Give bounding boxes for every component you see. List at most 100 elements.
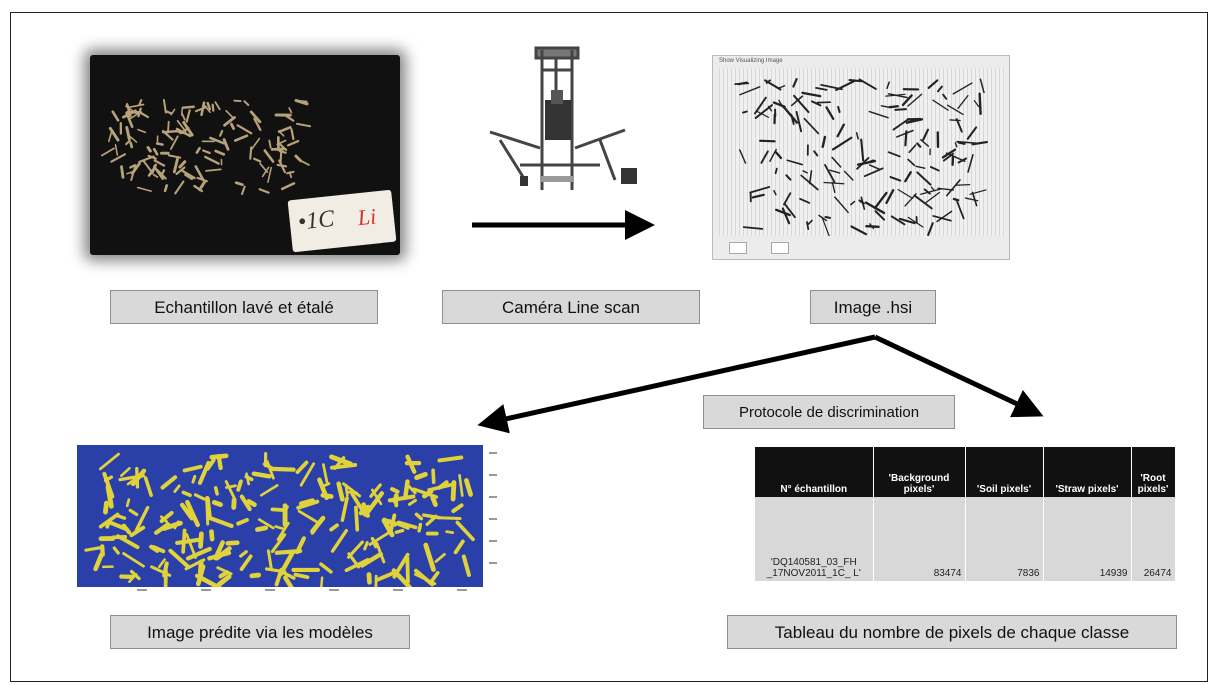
colorbar-tick — [489, 452, 497, 454]
hsi-fragment — [978, 92, 982, 116]
hsi-fragment — [863, 167, 884, 178]
predicted-fragment — [129, 569, 141, 581]
hsi-fragment — [913, 194, 933, 210]
hsi-fragment — [864, 201, 886, 215]
debris-fragment — [236, 124, 253, 135]
hsi-fragment — [739, 149, 747, 164]
predicted-fragment — [295, 536, 307, 555]
hsi-fragment — [932, 99, 949, 111]
hsi-fragment — [850, 200, 856, 206]
hsi-image-window: Show Visualizing Image — [712, 55, 1010, 260]
predicted-fragment — [320, 482, 331, 489]
debris-fragment — [178, 160, 187, 169]
hsi-fragment — [880, 105, 890, 108]
hsi-fragment — [890, 215, 906, 226]
predicted-fragment — [274, 567, 284, 587]
hsi-fragment — [751, 193, 765, 199]
predicted-fragment — [310, 515, 326, 534]
hsi-image-area — [719, 68, 1005, 236]
hsi-fragment — [908, 144, 917, 154]
hsi-fragment — [800, 174, 819, 191]
predicted-fragment — [340, 496, 349, 522]
predicted-fragment — [375, 571, 396, 582]
predicted-fragment — [102, 471, 115, 499]
debris-fragment — [194, 106, 208, 113]
debris-fragment — [130, 164, 137, 182]
debris-fragment — [233, 134, 249, 142]
colorbar-tick — [489, 540, 497, 542]
debris-fragment — [241, 185, 246, 196]
hsi-fragment — [786, 159, 804, 166]
hsi-fragment — [868, 164, 881, 171]
predicted-fragment — [266, 549, 273, 570]
predicted-fragment — [283, 575, 294, 587]
hsi-fragment — [831, 156, 842, 168]
predicted-fragment — [381, 518, 395, 538]
debris-fragment — [125, 139, 131, 146]
predicted-fragment — [181, 490, 192, 498]
header-sample-id: N° échantillon — [755, 447, 874, 497]
debris-fragment — [129, 111, 142, 120]
axis-tick — [265, 589, 275, 591]
arrow-image-to-predicted — [477, 334, 876, 434]
predicted-fragment — [451, 503, 464, 514]
predicted-fragment — [453, 539, 465, 555]
hsi-fragment — [806, 221, 810, 231]
hsi-fragment — [897, 189, 914, 199]
debris-fragment — [124, 105, 133, 112]
hsi-fragment — [785, 174, 792, 181]
predicted-fragment — [160, 475, 178, 490]
cell-straw: 14939 — [1043, 497, 1132, 581]
predicted-fragment — [179, 502, 195, 521]
debris-fragment — [286, 139, 300, 147]
hsi-fragment — [904, 130, 908, 147]
predicted-fragment — [422, 488, 434, 499]
debris-fragment — [120, 165, 125, 179]
predicted-fragment — [216, 566, 233, 576]
predicted-fragment — [162, 561, 169, 578]
predicted-fragment — [216, 454, 223, 471]
hsi-fragment — [874, 210, 886, 221]
predicted-fragment — [366, 572, 372, 585]
colorbar-tick — [489, 496, 497, 498]
hsi-fragment — [801, 91, 822, 98]
predicted-fragment — [414, 471, 428, 481]
debris-fragment — [100, 147, 115, 157]
debris-fragment — [225, 109, 234, 119]
debris-fragment — [164, 110, 173, 115]
debris-fragment — [175, 166, 186, 175]
predicted-fragment — [297, 509, 319, 524]
hsi-fragment — [782, 105, 799, 124]
debris-fragment — [214, 149, 226, 156]
debris-fragment — [180, 112, 186, 121]
debris-fragment — [153, 165, 164, 180]
predicted-fragment — [98, 452, 120, 471]
predicted-fragment — [185, 546, 212, 561]
debris-fragment — [279, 148, 283, 165]
debris-fragment — [153, 159, 166, 167]
debris-fragment — [181, 105, 195, 109]
hsi-fragment — [769, 148, 777, 162]
hsi-fragment — [952, 82, 973, 95]
debris-fragment — [174, 180, 185, 195]
hsi-fragment — [901, 94, 913, 107]
cell-root: 26474 — [1131, 497, 1176, 581]
debris-fragment — [125, 126, 131, 141]
predicted-fragment — [224, 480, 236, 500]
predicted-fragment — [244, 474, 254, 482]
debris-fragment — [200, 101, 206, 117]
hsi-fragment — [793, 94, 810, 114]
hsi-fragment — [734, 82, 750, 85]
predicted-fragment — [299, 462, 316, 487]
debris-fragment — [146, 146, 152, 153]
debris-fragment — [181, 169, 196, 180]
hsi-fragment — [836, 123, 845, 138]
hsi-fragment — [749, 186, 771, 194]
predicted-fragment — [344, 557, 370, 573]
predicted-fragment — [84, 546, 102, 552]
hsi-fragment — [774, 167, 778, 175]
debris-fragment — [211, 103, 215, 112]
debris-fragment — [142, 159, 153, 173]
debris-fragment — [138, 99, 143, 106]
hsi-fragment — [850, 225, 868, 236]
